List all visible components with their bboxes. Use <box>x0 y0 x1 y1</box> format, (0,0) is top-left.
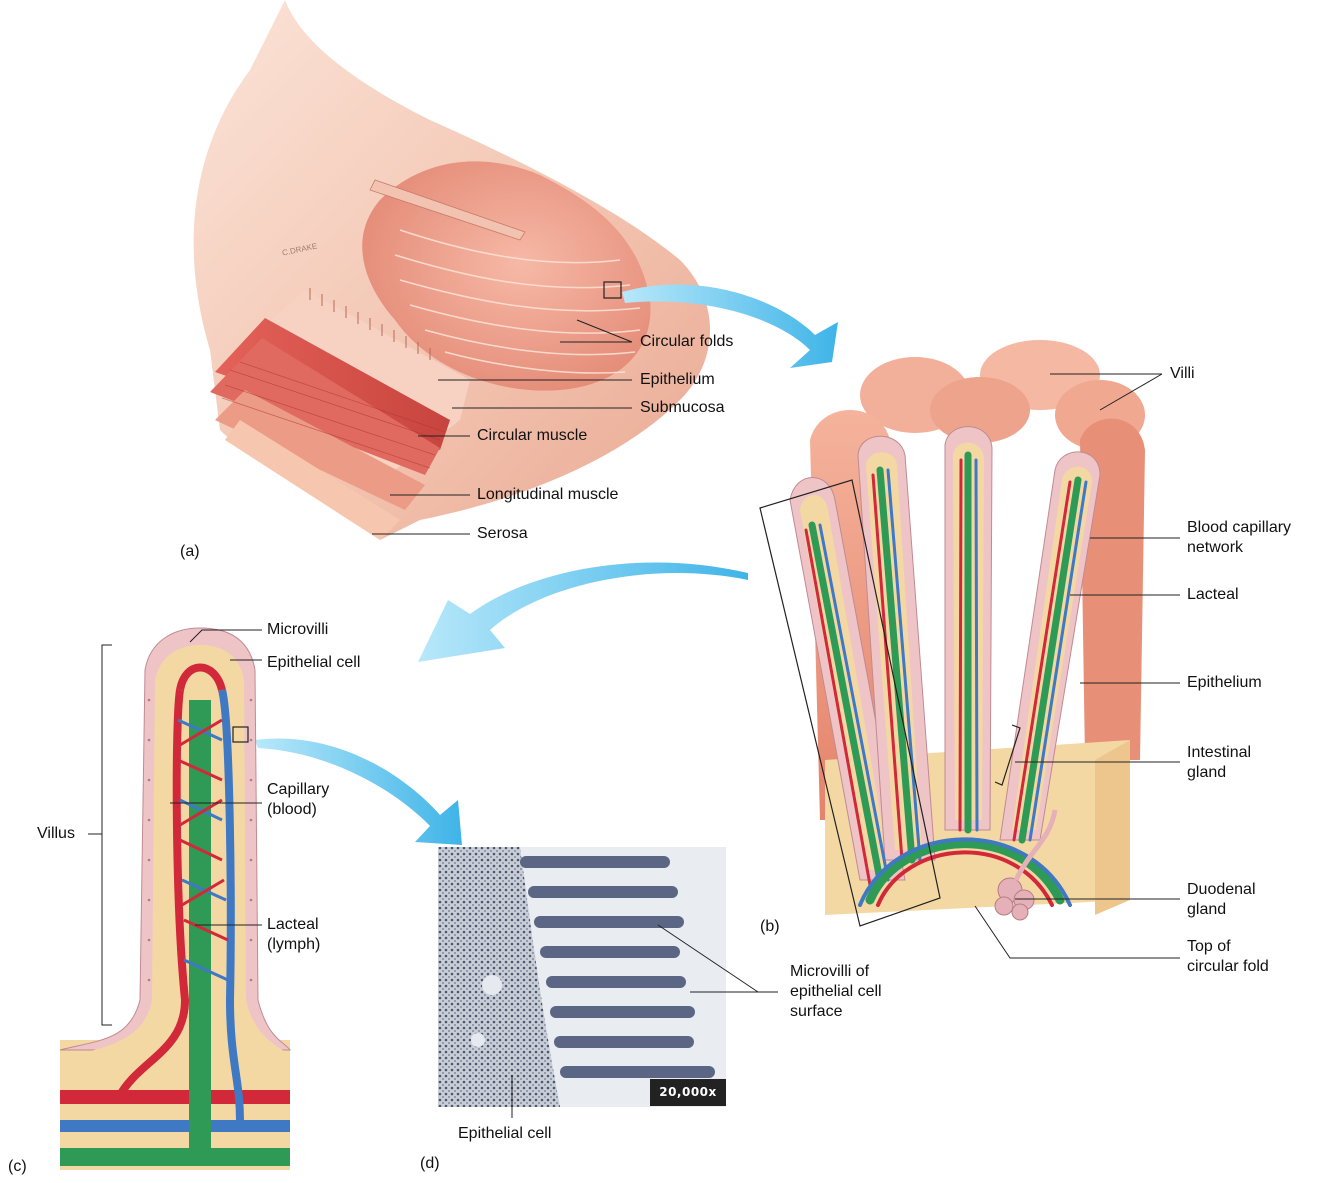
label-microvilli-surface-line2: epithelial cell <box>790 982 882 1002</box>
label-blood-capillary-network-line1: Blood capillary <box>1187 518 1291 538</box>
label-lacteal-line1: Lacteal <box>267 915 319 935</box>
label-top-of-circular-fold-line2: circular fold <box>1187 957 1269 977</box>
label-intestinal-gland-line2: gland <box>1187 763 1226 783</box>
label-villus: Villus <box>37 824 75 844</box>
micrograph-image <box>438 847 726 1107</box>
magnification-badge: 20,000x <box>650 1079 726 1106</box>
label-serosa: Serosa <box>477 524 528 544</box>
panel-label-c: (c) <box>8 1158 27 1176</box>
zoom-arrow-b-to-c <box>418 562 748 662</box>
villus-illustration <box>60 628 290 1170</box>
label-epithelium-b: Epithelium <box>1187 673 1262 693</box>
label-epithelial-cell-c: Epithelial cell <box>267 653 360 673</box>
label-duodenal-gland-line1: Duodenal <box>1187 880 1256 900</box>
label-villi: Villi <box>1170 364 1195 384</box>
label-capillary-line1: Capillary <box>267 780 329 800</box>
label-duodenal-gland-line2: gland <box>1187 900 1226 920</box>
panel-label-b: (b) <box>760 918 780 936</box>
label-capillary-line2: (blood) <box>267 800 317 820</box>
panel-label-a: (a) <box>180 543 200 561</box>
label-circular-muscle: Circular muscle <box>477 426 587 446</box>
label-intestinal-gland-line1: Intestinal <box>1187 743 1251 763</box>
villi-block-illustration <box>760 340 1145 926</box>
label-top-of-circular-fold-line1: Top of <box>1187 937 1231 957</box>
label-blood-capillary-network-line2: network <box>1187 538 1243 558</box>
label-circular-folds: Circular folds <box>640 332 733 352</box>
label-epithelium-a: Epithelium <box>640 370 715 390</box>
panel-label-d: (d) <box>420 1155 440 1173</box>
label-epithelial-cell-d: Epithelial cell <box>458 1124 551 1144</box>
label-longitudinal-muscle: Longitudinal muscle <box>477 485 618 505</box>
label-microvilli-surface-line3: surface <box>790 1002 842 1022</box>
label-submucosa: Submucosa <box>640 398 725 418</box>
label-microvilli-c: Microvilli <box>267 620 328 640</box>
label-lacteal-b: Lacteal <box>1187 585 1239 605</box>
label-microvilli-surface-line1: Microvilli of <box>790 962 869 982</box>
intestine-illustration <box>194 0 710 540</box>
label-lacteal-line2: (lymph) <box>267 935 320 955</box>
